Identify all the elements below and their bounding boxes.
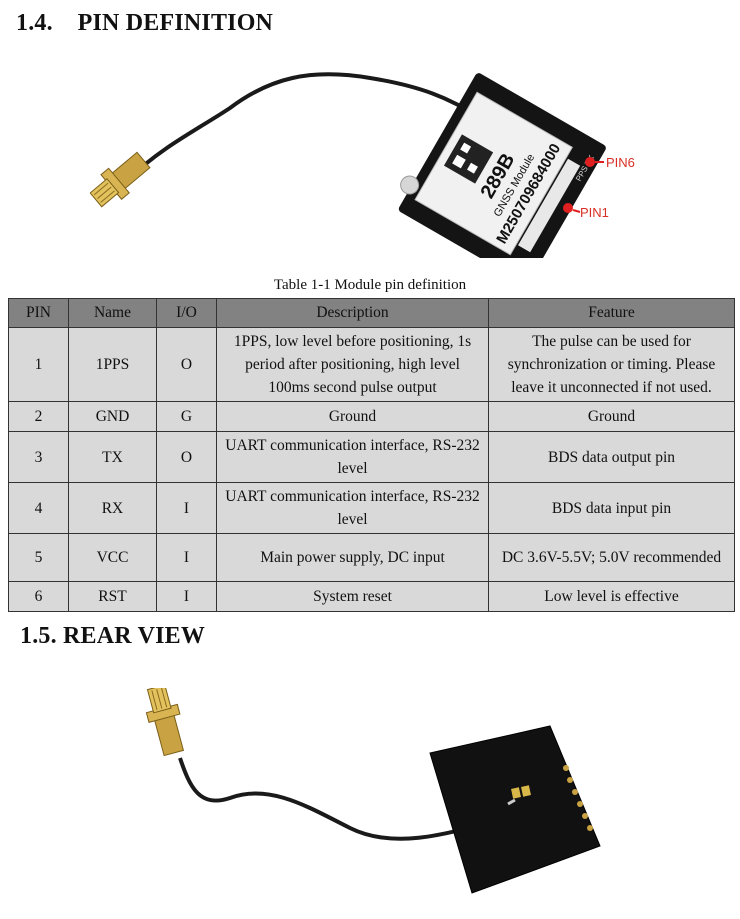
cell-pin: 3 [8, 431, 69, 483]
module-rear-image [145, 688, 601, 894]
cell-name: GND [68, 401, 157, 432]
cell-description: UART communication interface, RS-232 lev… [216, 482, 489, 534]
table-row: 5 VCC I Main power supply, DC input DC 3… [8, 533, 735, 582]
header-feature: Feature [488, 298, 735, 328]
label-pin6: PIN6 [606, 155, 635, 170]
cell-name: RX [68, 482, 157, 534]
antenna-cable [128, 72, 482, 180]
cell-description: UART communication interface, RS-232 lev… [216, 431, 489, 483]
section-title-rear-view: 1.5. REAR VIEW [20, 623, 206, 649]
table-row: 4 RX I UART communication interface, RS-… [8, 482, 735, 534]
antenna-cable [178, 757, 511, 841]
cell-name: RST [68, 581, 157, 612]
table-row: 6 RST I System reset Low level is effect… [8, 581, 735, 612]
cell-description: System reset [216, 581, 489, 612]
table-header-row: PIN Name I/O Description Feature [8, 298, 735, 328]
cell-description: Main power supply, DC input [216, 533, 489, 582]
cell-feature: The pulse can be used for synchronizatio… [488, 327, 735, 402]
cell-pin: 2 [8, 401, 69, 432]
module-top-image: 289B GNSS Module M250709684000 PPS TX PI… [90, 72, 635, 258]
cell-io: I [156, 482, 217, 534]
cell-feature: Ground [488, 401, 735, 432]
table-row: 3 TX O UART communication interface, RS-… [8, 431, 735, 483]
cell-io: I [156, 533, 217, 582]
sma-connector [90, 151, 151, 208]
cell-feature: BDS data input pin [488, 482, 735, 534]
cell-io: O [156, 327, 217, 402]
header-io: I/O [156, 298, 217, 328]
sma-connector [145, 688, 185, 757]
pin-definition-table: PIN Name I/O Description Feature 1 1PPS … [8, 298, 735, 612]
cell-feature: Low level is effective [488, 581, 735, 612]
cell-pin: 6 [8, 581, 69, 612]
header-pin: PIN [8, 298, 69, 328]
cell-io: G [156, 401, 217, 432]
module-back-board [429, 725, 601, 894]
table-caption: Table 1-1 Module pin definition [273, 277, 467, 293]
cell-name: VCC [68, 533, 157, 582]
table-row: 1 1PPS O 1PPS, low level before position… [8, 327, 735, 402]
cell-description: Ground [216, 401, 489, 432]
cell-description: 1PPS, low level before positioning, 1s p… [216, 327, 489, 402]
label-pin1: PIN1 [580, 205, 609, 220]
cell-io: O [156, 431, 217, 483]
header-name: Name [68, 298, 157, 328]
cell-pin: 5 [8, 533, 69, 582]
cell-name: 1PPS [68, 327, 157, 402]
cell-feature: BDS data output pin [488, 431, 735, 483]
cell-io: I [156, 581, 217, 612]
gnss-module-board: 289B GNSS Module M250709684000 PPS TX [398, 73, 606, 258]
cell-pin: 4 [8, 482, 69, 534]
cell-pin: 1 [8, 327, 69, 402]
section-title-pin-definition: 1.4. PIN DEFINITION [16, 10, 274, 36]
cell-feature: DC 3.6V-5.5V; 5.0V recommended [488, 533, 735, 582]
cell-name: TX [68, 431, 157, 483]
qr-code [443, 134, 494, 184]
table-row: 2 GND G Ground Ground [8, 401, 735, 432]
header-description: Description [216, 298, 489, 328]
